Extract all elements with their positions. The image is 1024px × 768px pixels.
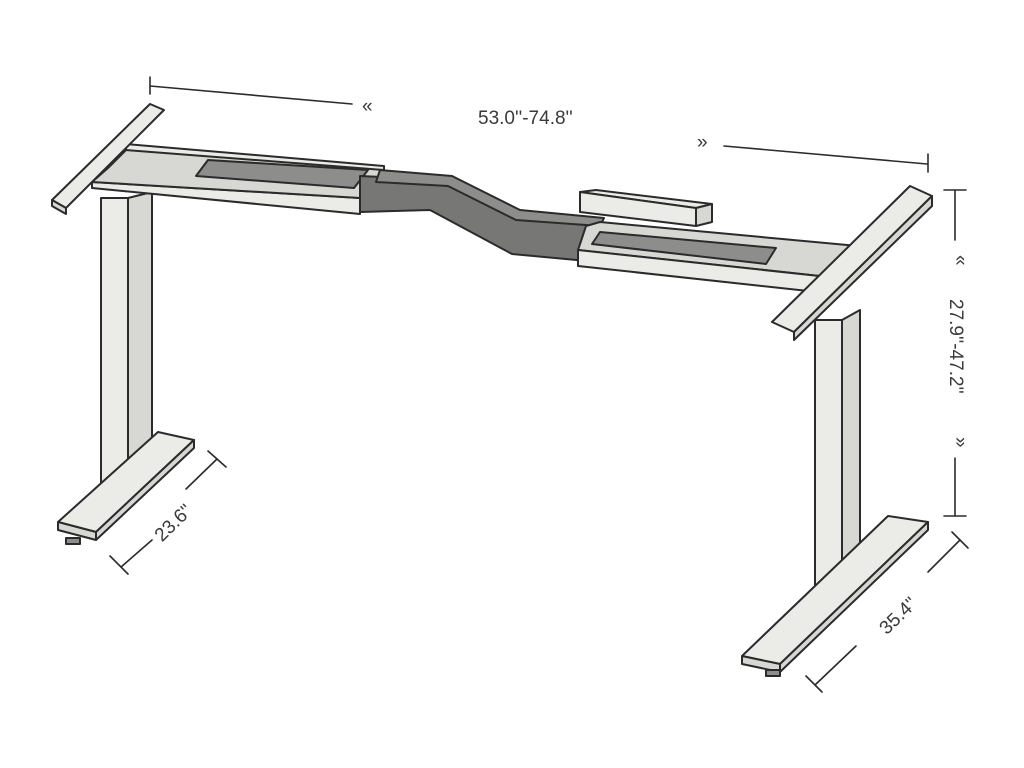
left-beam-slot <box>195 159 369 189</box>
width-right-line <box>723 145 928 165</box>
left-foot-side <box>95 439 195 541</box>
right-foot-top-line <box>927 539 961 573</box>
height-top-arrow: « <box>950 255 971 266</box>
width-right-arrow: » <box>697 132 708 153</box>
left-foot-label: 23.6" <box>151 501 197 546</box>
left-foot-bottom-line <box>120 539 153 568</box>
right-foot-bottom-line <box>814 645 857 686</box>
right-foot-label: 35.4" <box>876 594 922 639</box>
right-top-plate-edge <box>793 195 933 341</box>
height-bottom-arrow: » <box>950 437 971 448</box>
width-label: 53.0''-74.8'' <box>478 108 573 129</box>
height-label: 27.9''-47.2'' <box>945 299 966 394</box>
left-leg-front <box>100 197 129 489</box>
left-leg <box>57 191 195 545</box>
control-box-side <box>695 203 713 227</box>
right-beam-slot <box>591 231 777 265</box>
height-dimension: « 27.9''-47.2'' » <box>943 189 971 517</box>
right-leg <box>741 309 929 677</box>
left-foot-top-line <box>185 458 218 490</box>
width-left-line <box>149 85 353 105</box>
right-foot-glide <box>765 669 781 677</box>
width-dimension: « 53.0''-74.8'' » <box>149 76 929 173</box>
left-foot-bottom-tick <box>109 555 129 575</box>
right-leg-front <box>814 319 843 593</box>
right-foot-bottom-tick <box>805 675 823 693</box>
width-left-arrow: « <box>362 96 373 117</box>
left-foot-glide <box>65 537 81 545</box>
top-frame <box>51 103 933 341</box>
left-top-plate-edge <box>51 199 67 215</box>
